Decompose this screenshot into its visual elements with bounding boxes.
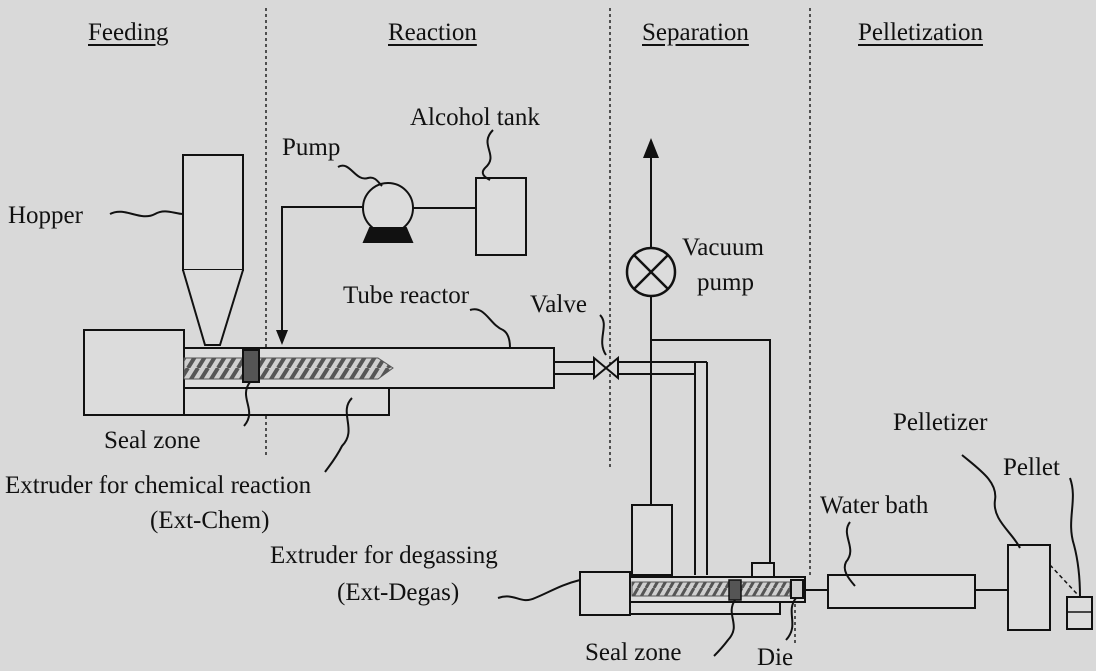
hopper-leader — [109, 210, 184, 218]
label-pellet: Pellet — [1003, 454, 1060, 481]
die-leader — [785, 597, 797, 641]
label-tube-reactor: Tube reactor — [343, 282, 470, 309]
alcohol-feed-line — [281, 206, 362, 333]
vacuum-vent-line — [651, 339, 771, 563]
label-ext-chem: Extruder for chemical reaction — [5, 472, 312, 499]
label-water-bath: Water bath — [820, 492, 929, 519]
label-pump: Pump — [282, 134, 341, 161]
seal-zone-2-block — [728, 579, 742, 601]
vacuum-exhaust-arrow — [643, 138, 659, 158]
hopper — [182, 154, 244, 346]
reactor-outlet-tube — [554, 361, 707, 375]
pellet-drop-line — [1049, 564, 1079, 596]
label-hopper: Hopper — [8, 202, 83, 229]
tube-reactor-leader — [469, 308, 511, 349]
label-ext-degas-short: (Ext-Degas) — [337, 579, 460, 606]
label-alcohol-tank: Alcohol tank — [410, 104, 540, 131]
header-separation: Separation — [642, 19, 749, 46]
label-pelletizer: Pelletizer — [893, 409, 988, 436]
label-seal-zone-2: Seal zone — [585, 639, 682, 666]
water-bath — [827, 574, 976, 609]
label-die: Die — [757, 644, 794, 671]
ext-degas-leader — [497, 579, 581, 602]
pump-leader — [337, 164, 383, 187]
pellet-container — [1066, 596, 1093, 630]
ext-chem-screw — [183, 357, 394, 380]
pelletizer — [1007, 544, 1051, 631]
alcohol-feed-arrow — [276, 330, 288, 345]
header-reaction: Reaction — [388, 19, 477, 46]
label-vacuum: Vacuum — [682, 234, 764, 261]
label-ext-degas: Extruder for degassing — [270, 542, 498, 569]
header-feeding: Feeding — [88, 19, 169, 46]
die-block — [790, 579, 804, 599]
pelletizer-leader — [961, 454, 1021, 549]
ext-degas-screw — [631, 581, 791, 597]
pellet-leader — [1069, 477, 1081, 598]
seal-zone-2-leader — [713, 599, 736, 657]
seal-zone-1-leader — [243, 381, 251, 427]
water-bath-leader — [843, 521, 856, 587]
label-seal-zone-1: Seal zone — [104, 427, 201, 454]
seal-zone-1-block — [242, 349, 260, 383]
alcohol-tank — [475, 177, 527, 256]
vacuum-pump — [625, 246, 677, 298]
pump — [362, 182, 414, 243]
label-valve: Valve — [530, 291, 587, 318]
ext-chem-leader — [324, 397, 353, 473]
ext-degas-extruder — [579, 504, 806, 616]
label-vacuum-pump: pump — [697, 269, 754, 296]
header-pelletization: Pelletization — [858, 19, 983, 46]
alcohol-tank-leader — [481, 129, 494, 181]
valve-leader — [599, 314, 607, 356]
label-ext-chem-short: (Ext-Chem) — [150, 507, 270, 534]
valve — [593, 355, 619, 381]
degas-feed-tubes — [694, 362, 708, 575]
